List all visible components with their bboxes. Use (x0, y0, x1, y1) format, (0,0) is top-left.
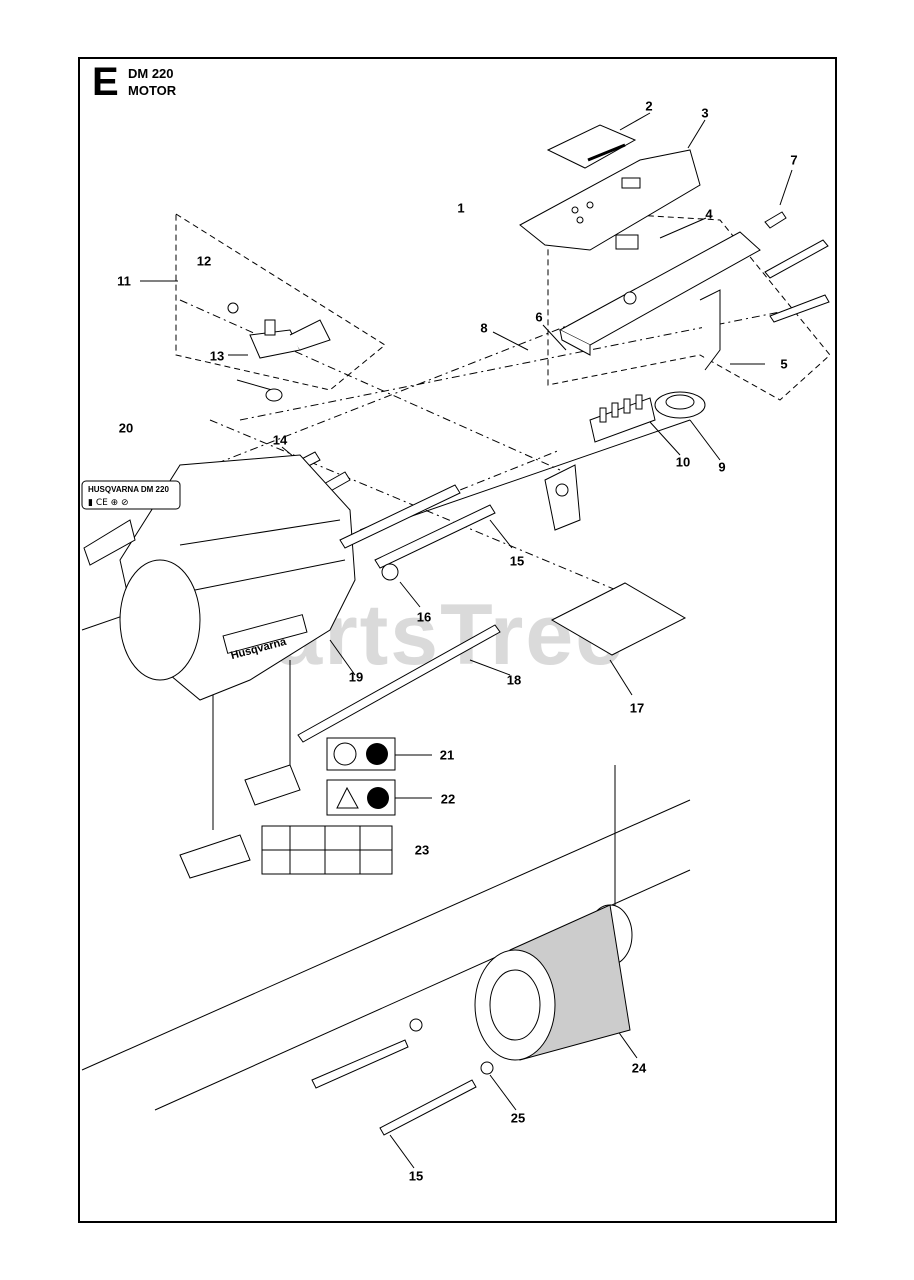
callout-16: 16 (416, 609, 432, 625)
part-24-stator (474, 904, 633, 1061)
model-decal: HUSQVARNA DM 220 ▮ CE ⊕ ⊘ (81, 480, 181, 510)
model-title: DM 220 (128, 66, 174, 81)
part-3-top-cover (519, 149, 701, 251)
part-16-spacer (381, 563, 399, 581)
callout-1: 1 (457, 200, 465, 216)
part-20-motor-housing (119, 454, 356, 701)
sticker-bottom (179, 834, 251, 879)
control-board (558, 231, 761, 371)
part-12-nut (227, 302, 239, 314)
part-7-screws (764, 211, 830, 323)
callout-5: 5 (780, 356, 788, 372)
part-15-rods (297, 484, 501, 743)
callout-17: 17 (629, 700, 645, 716)
callout-25: 25 (510, 1110, 526, 1126)
callout-3: 3 (701, 105, 709, 121)
callout-23: 23 (414, 842, 430, 858)
brush-holder (544, 464, 581, 531)
bearing (265, 388, 283, 402)
sticker-19 (244, 764, 301, 806)
svg-text:▮ CE ⊕ ⊘: ▮ CE ⊕ ⊘ (88, 498, 129, 508)
callout-19: 19 (348, 669, 364, 685)
part-25-washers (409, 1018, 494, 1075)
callout-24: 24 (631, 1060, 647, 1076)
callout-15-lower: 15 (408, 1168, 424, 1184)
part-4-switch (615, 234, 639, 250)
callout-9: 9 (718, 459, 726, 475)
part-18-rod (297, 624, 501, 743)
callout-15-upper: 15 (509, 553, 525, 569)
part-23-sticker (261, 825, 393, 875)
callout-7: 7 (790, 152, 798, 168)
callout-8: 8 (480, 320, 488, 336)
part-17-plate (550, 582, 687, 656)
callout-12: 12 (196, 253, 212, 269)
callout-4: 4 (705, 206, 713, 222)
callout-11: 11 (117, 273, 131, 289)
callout-10: 10 (675, 454, 691, 470)
diagram-frame (78, 57, 837, 1223)
sticker-20 (83, 519, 136, 566)
part-2-label-plate (546, 124, 637, 169)
callout-2: 2 (645, 98, 653, 114)
callout-21: 21 (439, 747, 455, 763)
svg-text:HUSQVARNA DM 220: HUSQVARNA DM 220 (88, 485, 169, 494)
group-11-dashed-box (175, 213, 386, 391)
callout-18: 18 (506, 672, 522, 688)
part-10-terminal-block (589, 394, 656, 443)
callout-20: 20 (118, 420, 134, 436)
part-22-sticker (326, 779, 396, 816)
control-dashed-box (547, 209, 831, 401)
long-screws (311, 1039, 477, 1136)
callout-14: 14 (272, 432, 288, 448)
callout-13: 13 (209, 348, 225, 364)
part-21-sticker (326, 737, 396, 771)
callout-22: 22 (440, 791, 456, 807)
part-13-bracket (249, 319, 331, 359)
callout-6: 6 (535, 309, 543, 325)
section-letter: E (92, 60, 119, 104)
group-title: MOTOR (128, 83, 177, 98)
